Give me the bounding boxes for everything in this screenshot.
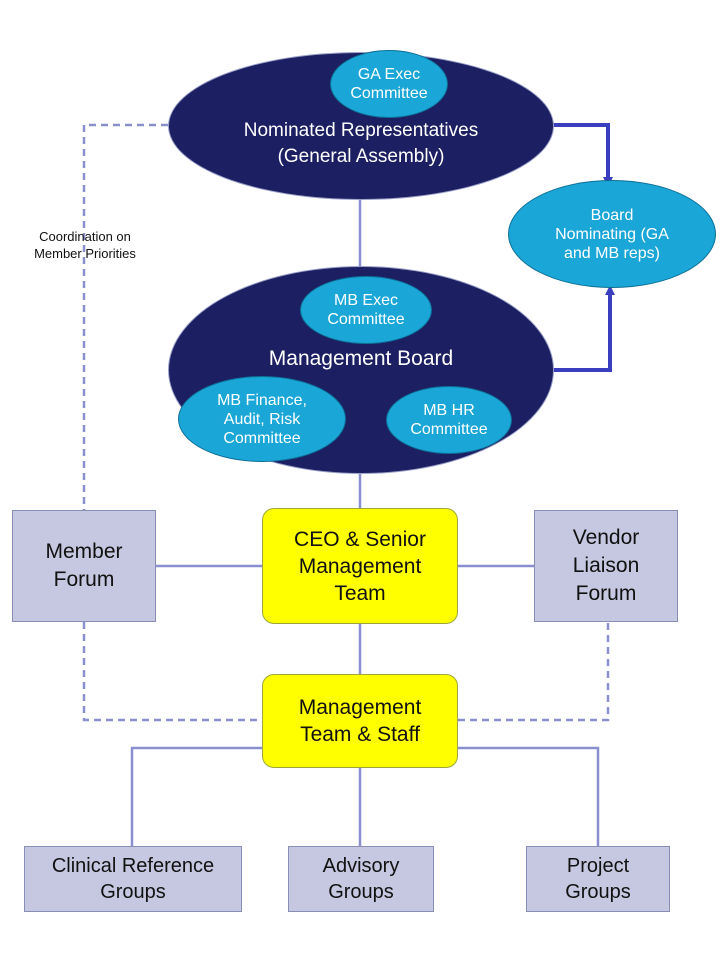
clinical-reference-groups-box: Clinical Reference Groups [24,846,242,912]
general-assembly-label: Nominated Representatives (General Assem… [243,120,479,167]
link-member-forum-mgmt-staff [82,622,262,722]
board-nominating-ellipse: Board Nominating (GA and MB reps) [508,180,716,288]
vendor-liaison-forum-box: Vendor Liaison Forum [534,510,678,622]
mb-exec-committee-label: MB Exec Committee [327,292,405,328]
member-forum-box: Member Forum [12,510,156,622]
mb-hr-committee-label: MB HR Committee [410,402,488,438]
ceo-senior-management-box: CEO & Senior Management Team [262,508,458,624]
project-groups-box: Project Groups [526,846,670,912]
advisory-groups-label: Advisory Groups [322,855,400,903]
ga-exec-committee-ellipse: GA Exec Committee [330,50,448,118]
coordination-annotation: Coordination on Member Priorities [34,229,136,261]
management-team-staff-box: Management Team & Staff [262,674,458,768]
arrow-ga-to-nominating [552,123,613,187]
ceo-senior-management-label: CEO & Senior Management Team [294,527,426,605]
member-forum-label: Member Forum [45,540,123,591]
management-board-label: Management Board [268,347,454,370]
project-groups-label: Project Groups [565,855,631,903]
board-nominating-label: Board Nominating (GA and MB reps) [555,206,669,262]
clinical-reference-groups-label: Clinical Reference Groups [51,855,215,903]
link-coordination-ga-member-forum [82,123,168,510]
ga-exec-committee-label: GA Exec Committee [350,66,428,102]
link-vendor-forum-mgmt-staff [458,622,610,722]
advisory-groups-box: Advisory Groups [288,846,434,912]
vendor-liaison-forum-label: Vendor Liaison Forum [572,526,640,605]
arrow-board-to-nominating [552,285,615,372]
mb-finance-committee-ellipse: MB Finance, Audit, Risk Committee [178,376,346,462]
management-team-staff-label: Management Team & Staff [298,696,422,746]
mb-finance-committee-label: MB Finance, Audit, Risk Committee [217,391,307,447]
mb-exec-committee-ellipse: MB Exec Committee [300,276,432,344]
mb-hr-committee-ellipse: MB HR Committee [386,386,512,454]
